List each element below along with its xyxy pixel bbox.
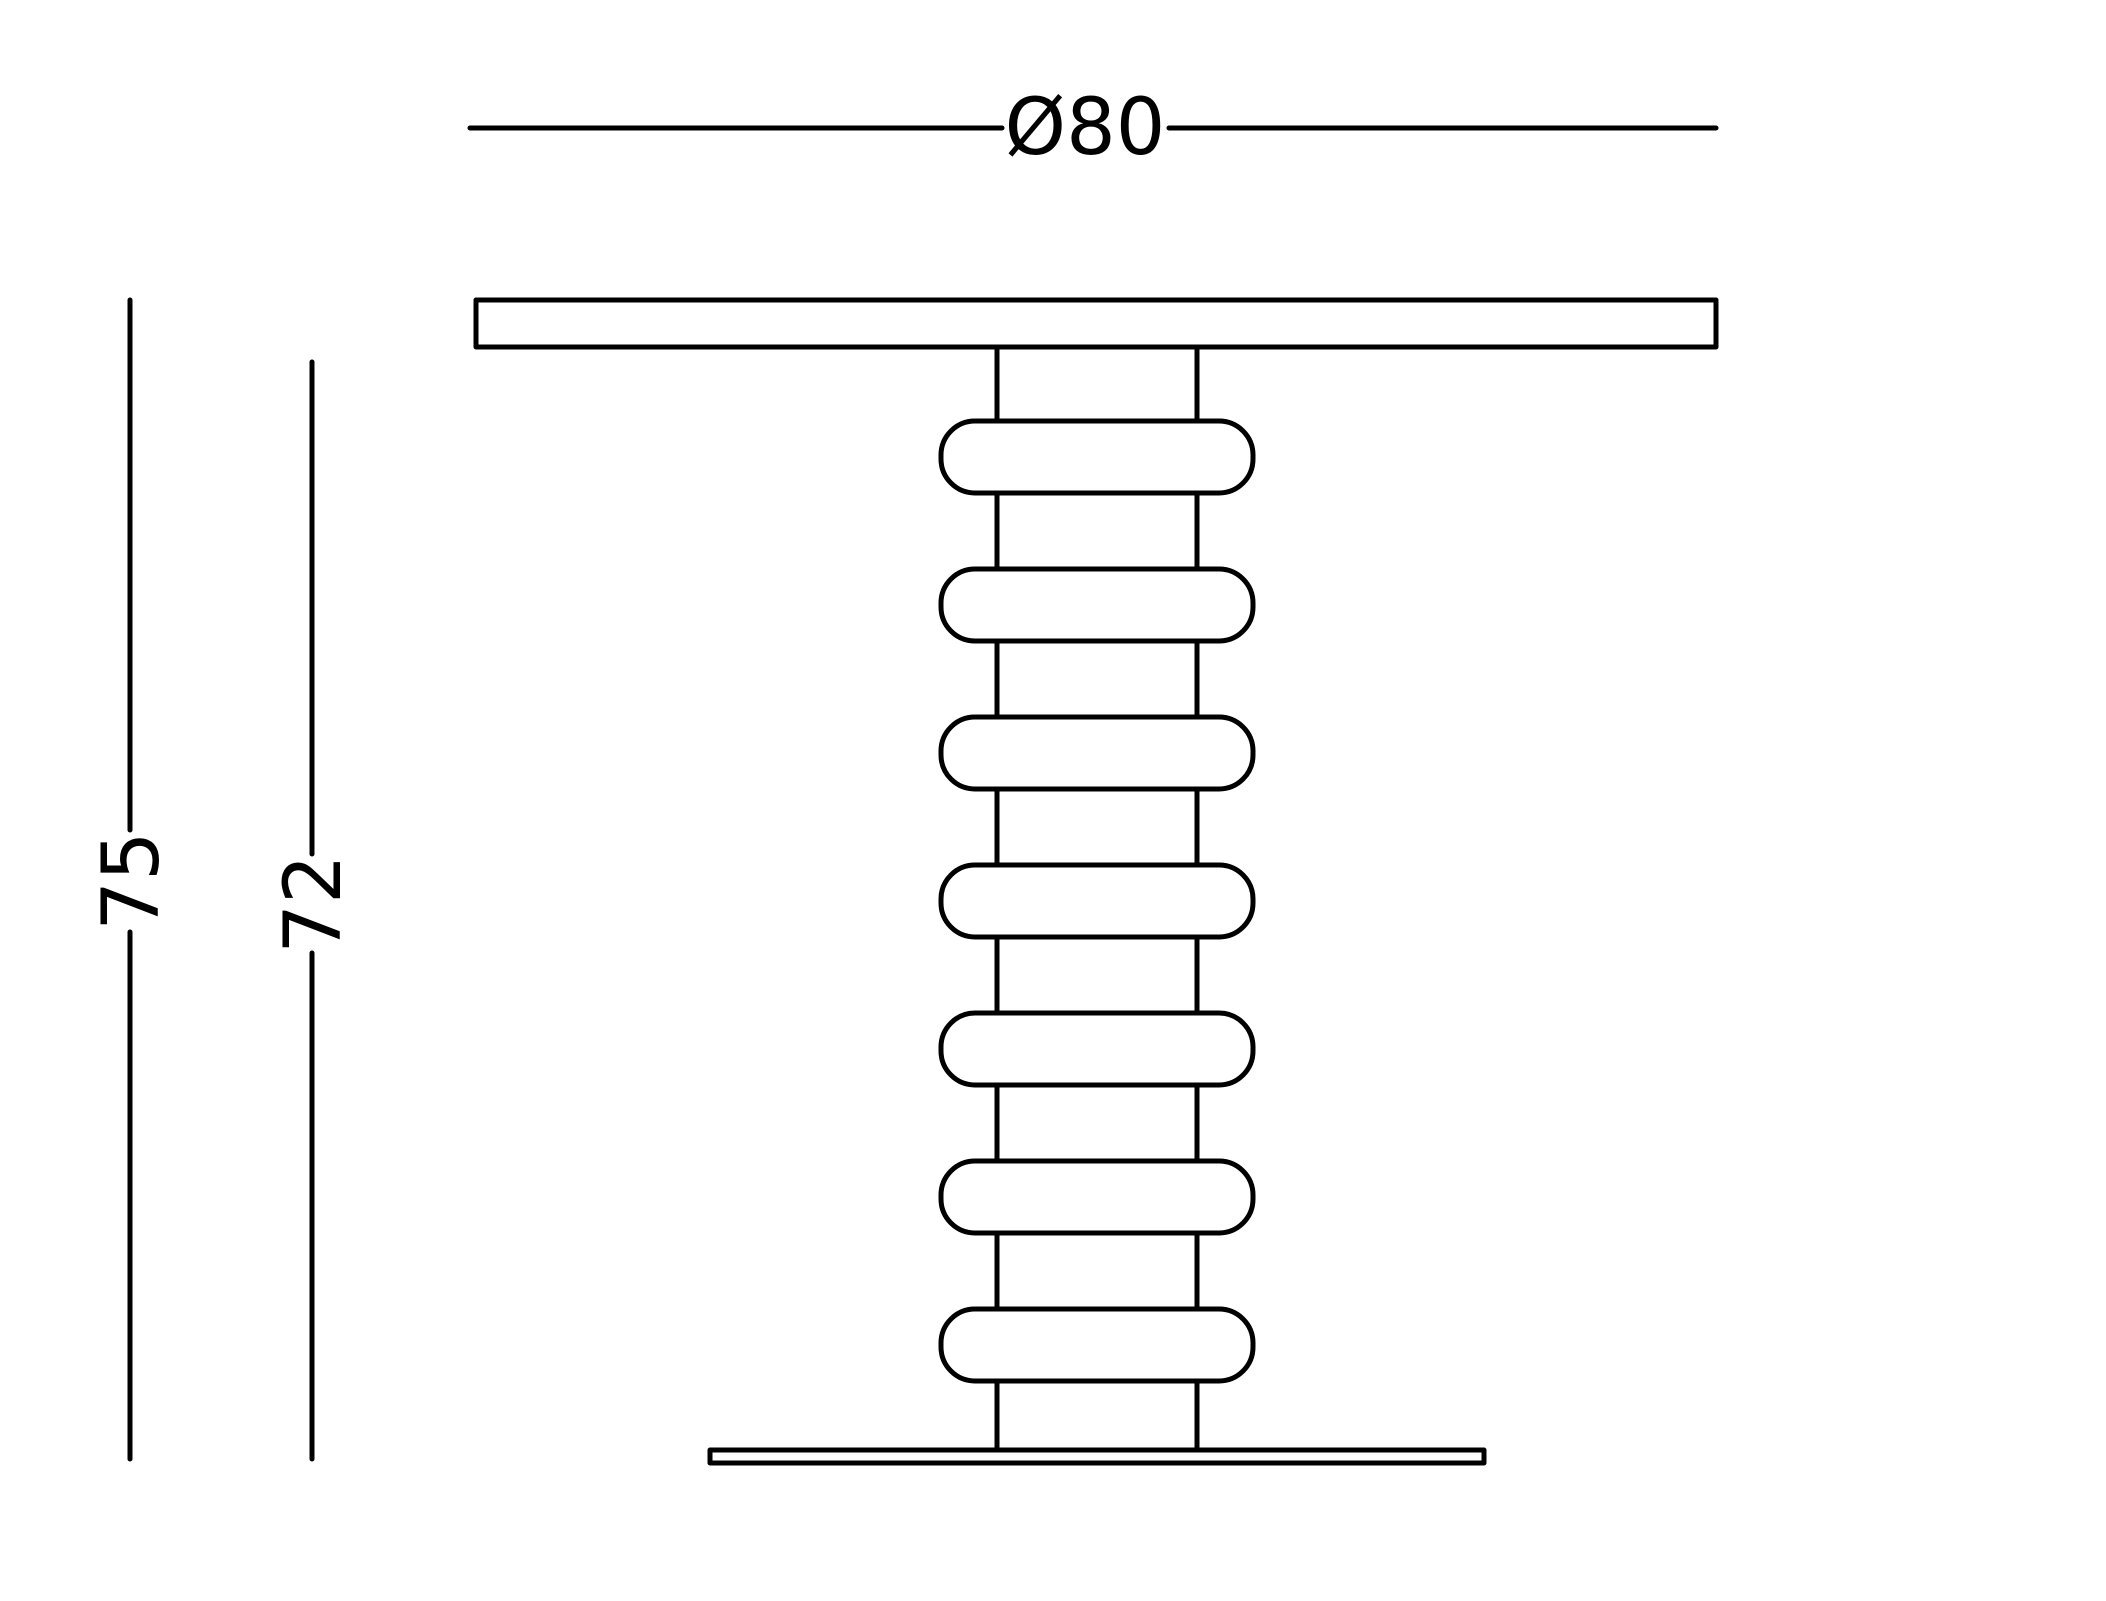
column-ring-mask	[941, 421, 1253, 493]
column-ring	[938, 1010, 1256, 1088]
column-rings	[938, 418, 1256, 1384]
column-ring	[938, 1158, 1256, 1236]
table-top	[473, 297, 1719, 350]
column-ring-mask	[941, 865, 1253, 937]
column-ring-mask	[941, 1309, 1253, 1381]
column-ring	[938, 418, 1256, 496]
column-ring-mask	[941, 569, 1253, 641]
column-ring	[938, 1306, 1256, 1384]
column-ring-mask	[941, 1161, 1253, 1233]
column-ring-mask	[941, 1013, 1253, 1085]
base-plate	[707, 1447, 1487, 1466]
column-ring	[938, 566, 1256, 644]
underside-height-label: 72	[269, 854, 359, 953]
underside-height-dimension: 72	[269, 359, 359, 1462]
total-height-dimension: 75	[87, 297, 177, 1462]
diameter-label: Ø80	[1005, 83, 1166, 173]
column-ring	[938, 714, 1256, 792]
column-ring-mask	[941, 717, 1253, 789]
diameter-dimension: Ø80	[467, 83, 1719, 173]
column-ring	[938, 862, 1256, 940]
total-height-label: 75	[87, 831, 177, 930]
